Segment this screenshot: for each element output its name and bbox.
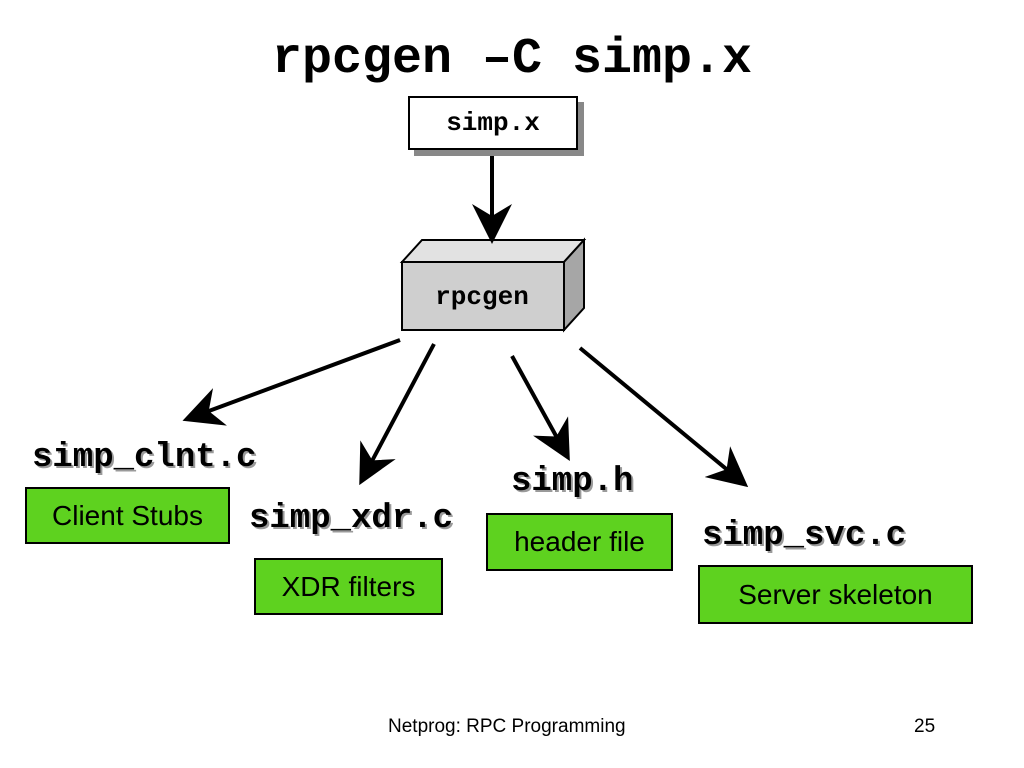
output-file-xdr: simp_xdr.c: [249, 500, 454, 538]
output-file-svc: simp_svc.c: [702, 517, 907, 555]
output-file-header: simp.h: [511, 463, 634, 501]
footer-text: Netprog: RPC Programming: [388, 716, 626, 737]
processor-box-top: [399, 239, 587, 263]
arrow-to-xdr: [359, 343, 436, 486]
arrow-to-svc: [578, 346, 749, 488]
input-file-box: simp.x: [408, 96, 578, 150]
desc-box-clnt: Client Stubs: [25, 487, 230, 544]
processor-box-front: [401, 261, 565, 331]
arrow-to-clnt: [182, 338, 401, 426]
arrow-to-header: [510, 355, 570, 462]
desc-box-header: header file: [486, 513, 673, 571]
slide-title: rpcgen –C simp.x: [271, 31, 753, 88]
page-number: 25: [914, 716, 936, 737]
desc-box-xdr: XDR filters: [254, 558, 443, 615]
processor-label: rpcgen: [435, 282, 529, 312]
desc-box-svc: Server skeleton: [698, 565, 973, 624]
output-file-clnt: simp_clnt.c: [32, 439, 257, 477]
